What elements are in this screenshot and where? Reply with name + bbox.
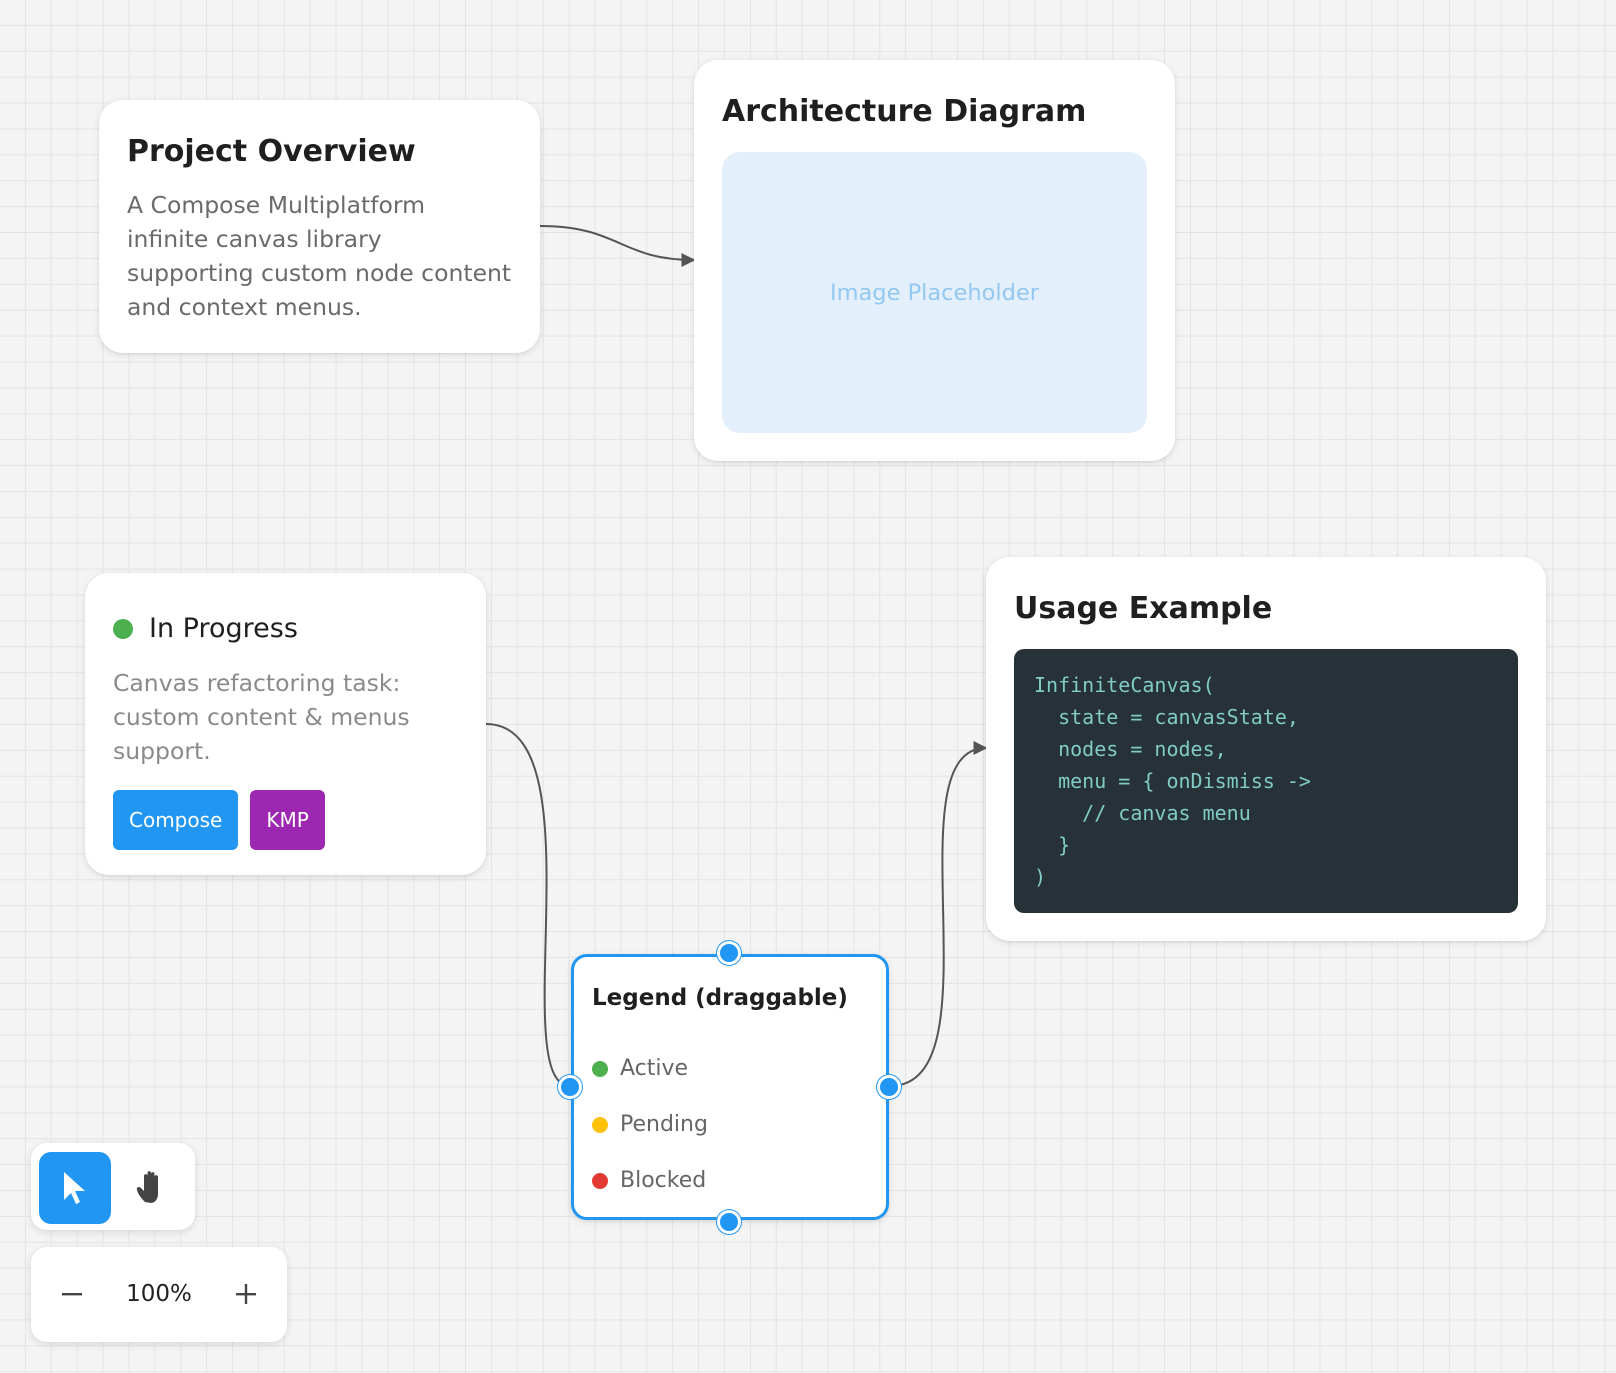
legend-item-pending: Pending bbox=[592, 1097, 868, 1153]
tag-kmp[interactable]: KMP bbox=[250, 790, 325, 850]
node-title: Architecture Diagram bbox=[722, 94, 1087, 129]
status-active-dot-icon bbox=[113, 618, 133, 639]
tag-list: Compose KMP bbox=[113, 790, 458, 850]
node-description: Canvas refactoring task: custom content … bbox=[113, 669, 410, 765]
tag-compose[interactable]: Compose bbox=[113, 790, 239, 850]
green-dot-icon bbox=[592, 1060, 608, 1077]
image-placeholder: Image Placeholder bbox=[722, 152, 1147, 433]
legend-item-blocked: Blocked bbox=[592, 1153, 868, 1209]
usage-example-node[interactable]: Usage Example InfiniteCanvas( state = ca… bbox=[986, 557, 1546, 941]
legend-label: Pending bbox=[620, 1112, 708, 1138]
zoom-in-button[interactable] bbox=[221, 1269, 271, 1319]
red-dot-icon bbox=[592, 1172, 608, 1189]
legend-item-active: Active bbox=[592, 1041, 868, 1097]
cursor-arrow-icon bbox=[64, 1172, 85, 1204]
legend-label: Blocked bbox=[620, 1168, 707, 1194]
connection-handle-bottom[interactable] bbox=[717, 1210, 741, 1234]
node-title: Usage Example bbox=[1014, 591, 1273, 626]
hand-icon bbox=[136, 1171, 158, 1203]
legend-title: Legend (draggable) bbox=[592, 985, 848, 1011]
connection-handle-left[interactable] bbox=[558, 1075, 582, 1099]
minus-icon bbox=[62, 1293, 82, 1296]
legend-list: Active Pending Blocked bbox=[592, 1041, 868, 1209]
edge-progress-to-legend[interactable] bbox=[485, 723, 571, 1087]
node-description: A Compose Multiplatform infinite canvas … bbox=[127, 191, 512, 321]
node-title: Project Overview bbox=[127, 134, 416, 169]
plus-icon bbox=[236, 1284, 256, 1304]
code-block: InfiniteCanvas( state = canvasState, nod… bbox=[1014, 649, 1518, 913]
connection-handle-right[interactable] bbox=[877, 1075, 901, 1099]
zoom-level: 100% bbox=[126, 1281, 192, 1307]
zoom-out-button[interactable] bbox=[47, 1269, 97, 1319]
architecture-diagram-node[interactable]: Architecture Diagram Image Placeholder bbox=[694, 60, 1175, 461]
mode-toolbar bbox=[31, 1143, 195, 1230]
pan-tool-button[interactable] bbox=[115, 1152, 187, 1224]
connection-handle-top[interactable] bbox=[717, 941, 741, 965]
in-progress-node[interactable]: In Progress Canvas refactoring task: cus… bbox=[85, 573, 486, 875]
yellow-dot-icon bbox=[592, 1116, 608, 1133]
status-row: In Progress bbox=[113, 613, 458, 644]
select-tool-button[interactable] bbox=[39, 1152, 111, 1224]
project-overview-node[interactable]: Project Overview A Compose Multiplatform… bbox=[99, 100, 540, 353]
image-placeholder-label: Image Placeholder bbox=[829, 279, 1040, 306]
edge-legend-to-usage[interactable] bbox=[889, 741, 988, 1087]
edge-overview-to-architecture[interactable] bbox=[539, 225, 696, 267]
legend-label: Active bbox=[620, 1056, 689, 1082]
legend-node[interactable]: Legend (draggable) Active Pending Blocke… bbox=[571, 954, 889, 1220]
status-title: In Progress bbox=[149, 613, 298, 644]
zoom-toolbar: 100% bbox=[31, 1247, 287, 1342]
